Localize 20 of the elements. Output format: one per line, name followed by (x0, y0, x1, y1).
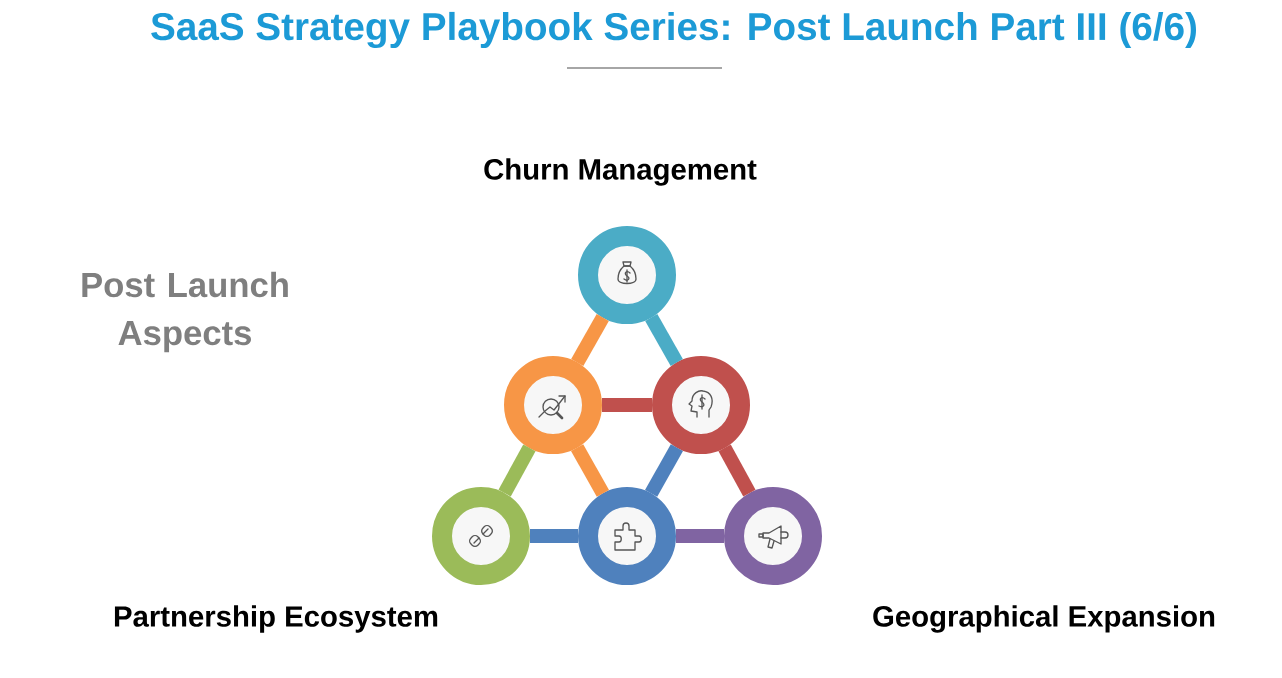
section-heading: Post Launch Aspects (82, 271, 288, 353)
aspect-label: Churn Management (484, 158, 757, 186)
ring-node (652, 356, 750, 454)
ring-node (432, 487, 530, 585)
connector-bar (530, 529, 578, 543)
connector-bar (718, 444, 756, 497)
connector-bar (676, 529, 724, 543)
connector-bar (645, 314, 683, 366)
aspect-label: Geographical Expansion (873, 605, 1215, 633)
connector-bar (645, 444, 683, 497)
ring-node (578, 226, 676, 324)
connector-bar (602, 398, 652, 412)
ring-node (724, 487, 822, 585)
ring-node (504, 356, 602, 454)
ring-node (578, 487, 676, 585)
connector-bar (571, 444, 609, 497)
aspect-label: Partnership Ecosystem (114, 605, 438, 633)
title: SaaS Strategy Playbook Series: Post Launch Part III (6/6) (151, 11, 1196, 49)
connector-bar (571, 314, 609, 366)
connector-bar (498, 444, 536, 497)
